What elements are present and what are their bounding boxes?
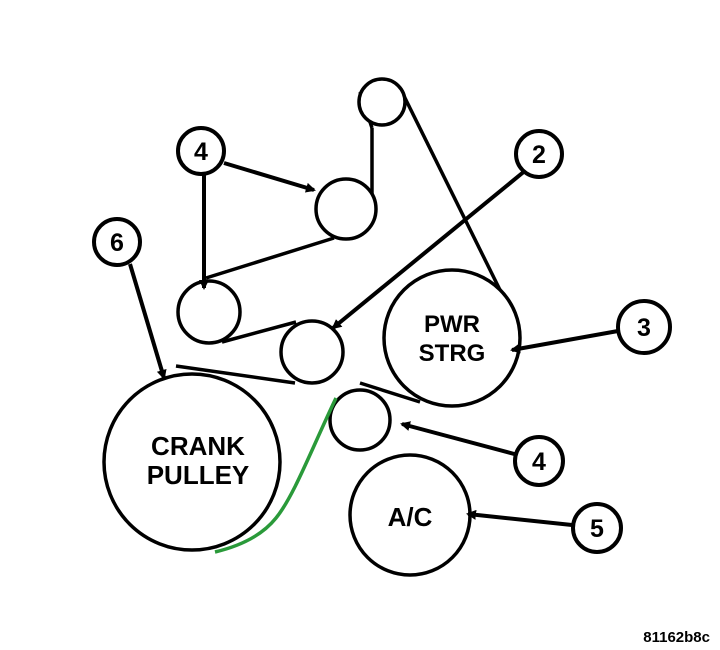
idler-pulley-left [176, 279, 242, 345]
callout-crank: 6 [92, 217, 142, 267]
leader-4-to-lower-idler [400, 421, 519, 457]
idler-pulley-top [357, 77, 407, 127]
callout-tensioner: 2 [514, 129, 564, 179]
callout-idler-top-left: 4 [176, 126, 226, 176]
callout-power-steering: 3 [616, 299, 672, 355]
callout-ac-number: 5 [590, 515, 604, 543]
callout-crank-number: 6 [110, 229, 124, 257]
drive-belt [175, 91, 502, 404]
leader-6-to-crank [128, 263, 167, 380]
callout-idler-bottom: 4 [513, 435, 565, 487]
callout-tensioner-number: 2 [532, 141, 546, 169]
belt-span-tensioner-to-crank [175, 364, 296, 385]
leader-arrows [128, 161, 619, 527]
belt-span-top-right [402, 95, 502, 291]
belt-highlight [214, 397, 338, 554]
power-steering-pulley [382, 268, 522, 408]
belt-span-idler-to-pwr-strg [359, 381, 421, 404]
idler-pulley-lower [328, 388, 392, 452]
leader-4-to-upper-idler [223, 161, 316, 193]
ac-label: A/C [388, 502, 433, 532]
belt-span-idler-to-idler [205, 236, 335, 280]
idler-pulley-upper [314, 177, 378, 241]
callout-power-steering-number: 3 [637, 314, 651, 342]
crank-pulley-label-line2: PULLEY [147, 460, 250, 490]
pwr-strg-label-line2: STRG [419, 340, 486, 367]
leader-2-to-tensioner [331, 168, 528, 330]
crank-pulley [102, 372, 282, 552]
leader-3-to-pwr-strg [510, 329, 619, 354]
tensioner-pulley [279, 319, 345, 385]
figure-reference: 81162b8c [643, 629, 710, 646]
callout-idler-bottom-number: 4 [532, 448, 546, 476]
pulleys [102, 77, 522, 577]
crank-pulley-label-line1: CRANK [151, 431, 245, 461]
callout-idler-top-left-number: 4 [194, 138, 208, 166]
belt-span-idler-to-tensioner [221, 320, 297, 344]
pwr-strg-label-line1: PWR [424, 311, 480, 338]
callout-ac: 5 [571, 502, 623, 554]
leader-5-to-ac [466, 509, 573, 527]
